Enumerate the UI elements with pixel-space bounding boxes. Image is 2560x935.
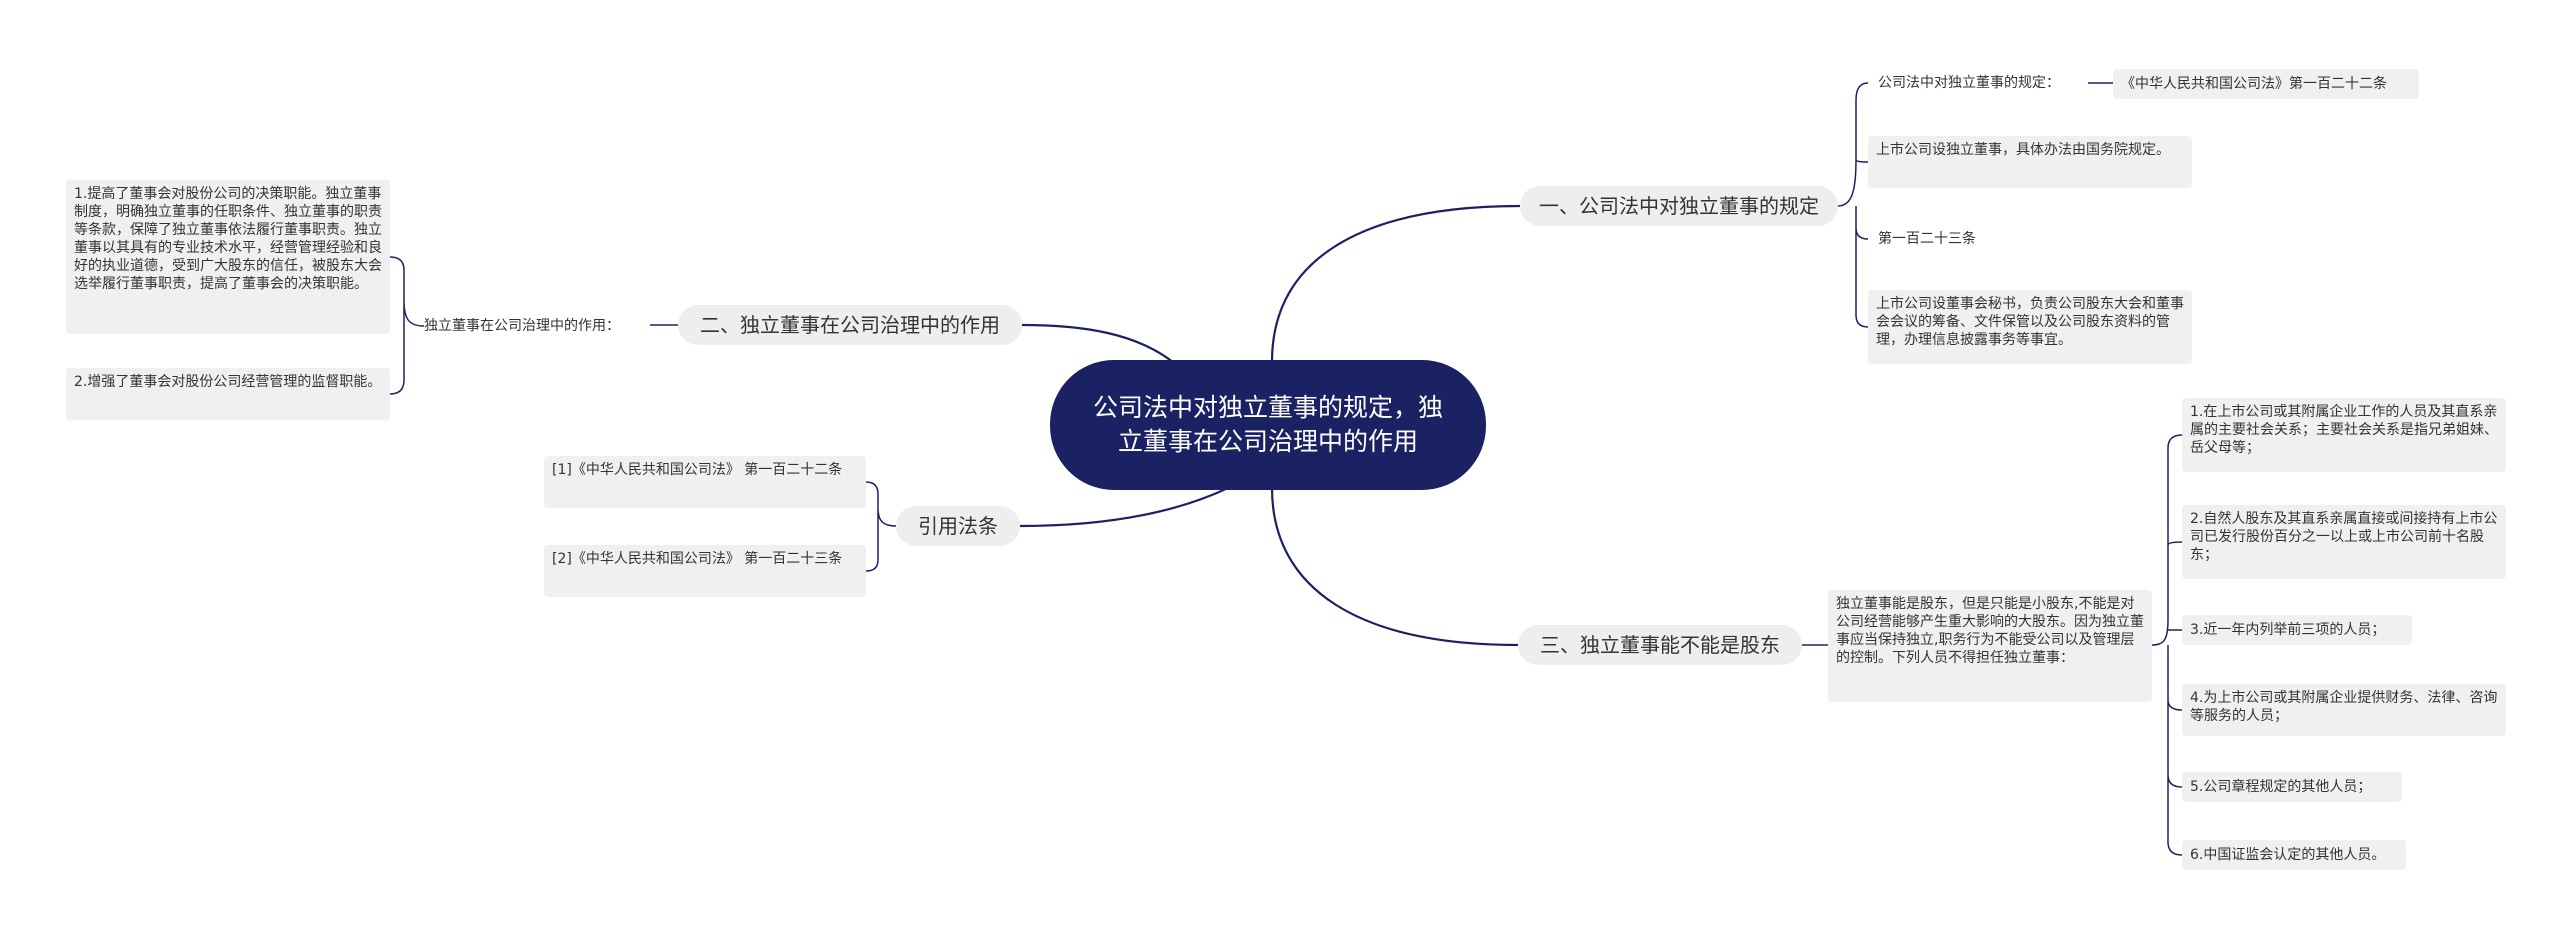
leaf-excluded-person-4[interactable]: 4.为上市公司或其附属企业提供财务、法律、咨询等服务的人员； bbox=[2182, 684, 2506, 736]
root-topic-title: 公司法中对独立董事的规定，独立董事在公司治理中的作用 bbox=[1092, 393, 1443, 456]
leaf-strengthen-supervision[interactable]: 2.增强了董事会对股份公司经营管理的监督职能。 bbox=[66, 368, 390, 420]
link-branch3-leaves bbox=[865, 481, 897, 572]
leaf-company-law-article-122[interactable]: 《中华人民共和国公司法》第一百二十二条 bbox=[2113, 69, 2419, 99]
branch-title: 二、独立董事在公司治理中的作用 bbox=[700, 313, 1000, 337]
branch-title: 三、独立董事能不能是股东 bbox=[1540, 633, 1780, 657]
leaf-company-law-rule[interactable]: 公司法中对独立董事的规定： bbox=[1878, 75, 2060, 91]
link-desc-items bbox=[2151, 434, 2183, 856]
leaf-board-secretary-rule[interactable]: 上市公司设董事会秘书，负责公司股东大会和董事会会议的筹备、文件保管以及公司股东资… bbox=[1868, 290, 2192, 364]
link-root-branch4 bbox=[1270, 487, 1519, 647]
leaf-cited-law-1[interactable]: [1]《中华人民共和国公司法》 第一百二十二条 bbox=[544, 456, 866, 508]
leaf-article-123[interactable]: 第一百二十三条 bbox=[1878, 231, 1976, 247]
branch-cited-laws[interactable]: 引用法条 bbox=[896, 506, 1020, 546]
leaf-excluded-person-2[interactable]: 2.自然人股东及其直系亲属直接或间接持有上市公司已发行股份百分之一以上或上市公司… bbox=[2182, 505, 2506, 579]
leaf-excluded-person-5[interactable]: 5.公司章程规定的其他人员； bbox=[2182, 772, 2402, 802]
branch-title: 一、公司法中对独立董事的规定 bbox=[1539, 194, 1819, 218]
link-branch1-leaves bbox=[1837, 82, 1869, 328]
leaf-cited-law-2[interactable]: [2]《中华人民共和国公司法》 第一百二十三条 bbox=[544, 545, 866, 597]
link-root-branch2 bbox=[1021, 323, 1181, 369]
leaf-excluded-person-3[interactable]: 3.近一年内列举前三项的人员； bbox=[2182, 615, 2412, 645]
leaf-listed-company-rule[interactable]: 上市公司设独立董事，具体办法由国务院规定。 bbox=[1868, 136, 2192, 188]
root-topic[interactable]: 公司法中对独立董事的规定，独立董事在公司治理中的作用 bbox=[1050, 360, 1486, 490]
link-root-branch3 bbox=[1019, 487, 1229, 528]
link-label-leaves bbox=[389, 256, 425, 395]
branch-independent-director-rules[interactable]: 一、公司法中对独立董事的规定 bbox=[1520, 186, 1838, 226]
label-role-in-governance[interactable]: 独立董事在公司治理中的作用： bbox=[424, 318, 620, 334]
link-root-branch1 bbox=[1270, 204, 1521, 363]
branch-role-in-governance[interactable]: 二、独立董事在公司治理中的作用 bbox=[678, 305, 1022, 345]
branch-title: 引用法条 bbox=[918, 514, 998, 538]
leaf-shareholder-explanation[interactable]: 独立董事能是股东，但是只能是小股东,不能是对公司经营能够产生重大影响的大股东。因… bbox=[1828, 590, 2152, 702]
leaf-excluded-person-1[interactable]: 1.在上市公司或其附属企业工作的人员及其直系亲属的主要社会关系；主要社会关系是指… bbox=[2182, 398, 2506, 472]
leaf-improve-decision-function[interactable]: 1.提高了董事会对股份公司的决策职能。独立董事制度，明确独立董事的任职条件、独立… bbox=[66, 180, 390, 334]
branch-can-be-shareholder[interactable]: 三、独立董事能不能是股东 bbox=[1518, 625, 1802, 665]
leaf-excluded-person-6[interactable]: 6.中国证监会认定的其他人员。 bbox=[2182, 840, 2406, 870]
